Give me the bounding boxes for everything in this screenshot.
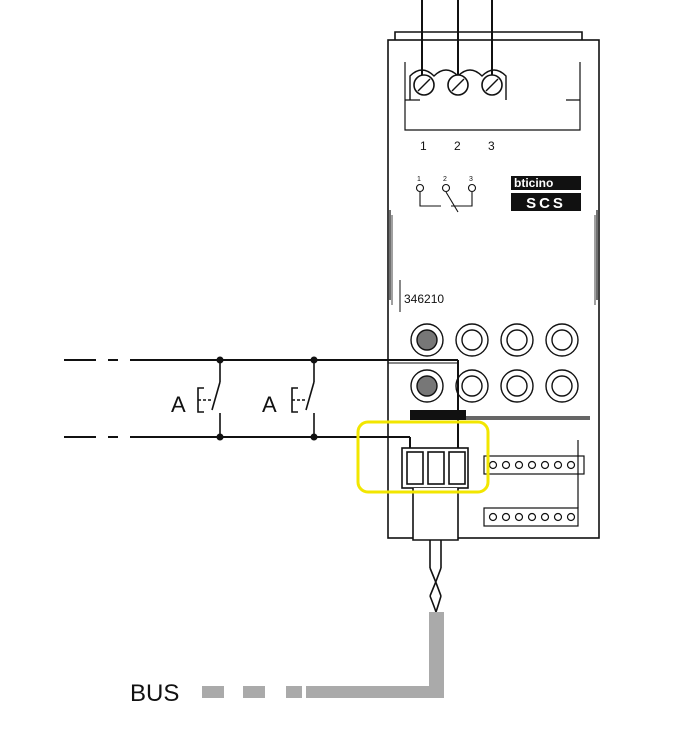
terminal-label-3: 3 — [488, 139, 495, 153]
twisted-cable — [429, 540, 442, 613]
push-button — [500, 323, 534, 357]
screw-1 — [413, 74, 435, 96]
terminal-label-2: 2 — [454, 139, 461, 153]
push-button — [500, 369, 534, 403]
relay-label-2: 2 — [443, 176, 447, 183]
brand-name: bticino — [514, 176, 553, 190]
relay-contact-symbol — [415, 183, 477, 213]
button-row-bottom — [410, 369, 579, 403]
module-top-cap — [394, 31, 583, 40]
highlight-box — [356, 420, 490, 494]
bus-line — [202, 612, 444, 698]
switch-label-1: A — [171, 392, 186, 417]
part-number: 346210 — [404, 292, 444, 306]
relay-label-1: 1 — [417, 176, 421, 183]
push-button — [545, 323, 579, 357]
terminal-label-1: 1 — [420, 139, 427, 153]
brand-line: SCS — [526, 195, 566, 212]
brand-logo: bticino SCS — [511, 176, 581, 212]
switch-a-1 — [197, 360, 221, 437]
lower-brand-strip — [410, 410, 590, 420]
button-row-top — [410, 323, 579, 357]
switch-label-2: A — [262, 392, 277, 417]
load-wires — [421, 0, 493, 80]
screw-2 — [447, 74, 469, 96]
led-top-left — [410, 323, 444, 357]
bus-label: BUS — [130, 680, 179, 707]
connector-pins — [483, 440, 585, 527]
push-button — [455, 323, 489, 357]
relay-label-3: 3 — [469, 176, 473, 183]
switch-a-2 — [291, 360, 315, 437]
input-wires — [64, 359, 459, 450]
screw-terminals — [409, 69, 507, 100]
led-bottom-left — [410, 369, 444, 403]
push-button — [455, 369, 489, 403]
screw-3 — [481, 74, 503, 96]
bus-connector — [401, 447, 469, 541]
push-button — [545, 369, 579, 403]
